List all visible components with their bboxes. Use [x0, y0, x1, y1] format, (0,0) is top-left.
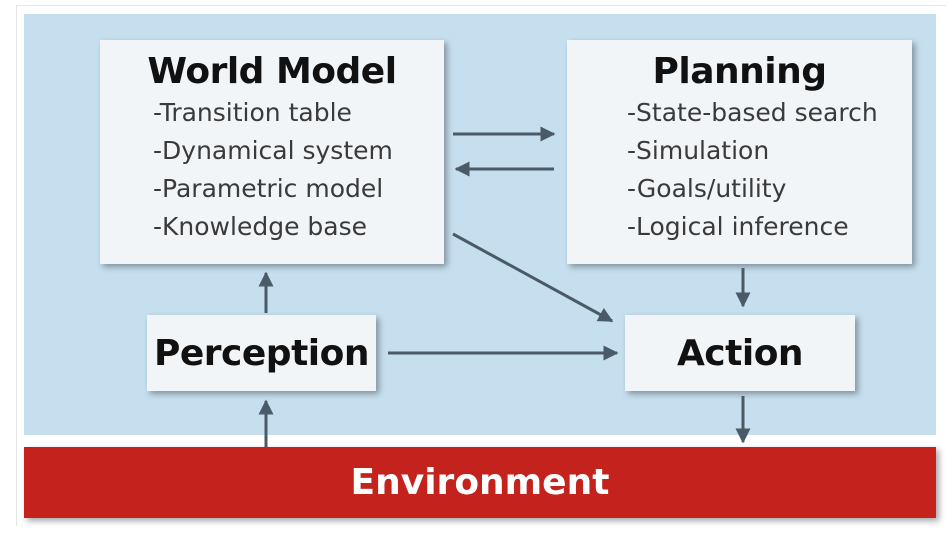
action-box: Action	[625, 315, 855, 391]
planning-list: -State-based search -Simulation -Goals/u…	[627, 94, 912, 246]
world-model-title: World Model	[147, 51, 397, 92]
world-model-box: World Model -Transition table -Dynamical…	[100, 40, 444, 264]
planning-item: -Goals/utility	[627, 174, 787, 203]
planning-box: Planning -State-based search -Simulation…	[567, 40, 912, 264]
world-model-item: -Dynamical system	[153, 136, 393, 165]
world-model-item: -Knowledge base	[153, 212, 367, 241]
perception-title: Perception	[154, 332, 370, 374]
world-model-item: -Parametric model	[153, 174, 384, 203]
planning-item: -Logical inference	[627, 212, 849, 241]
planning-item: -Simulation	[627, 136, 770, 165]
environment-title: Environment	[350, 462, 610, 503]
perception-box: Perception	[147, 315, 376, 391]
world-model-list: -Transition table -Dynamical system -Par…	[153, 94, 444, 246]
environment-bar: Environment	[24, 447, 936, 518]
planning-item: -State-based search	[627, 98, 878, 127]
planning-title: Planning	[652, 51, 827, 92]
world-model-item: -Transition table	[153, 98, 352, 127]
action-title: Action	[676, 332, 804, 374]
